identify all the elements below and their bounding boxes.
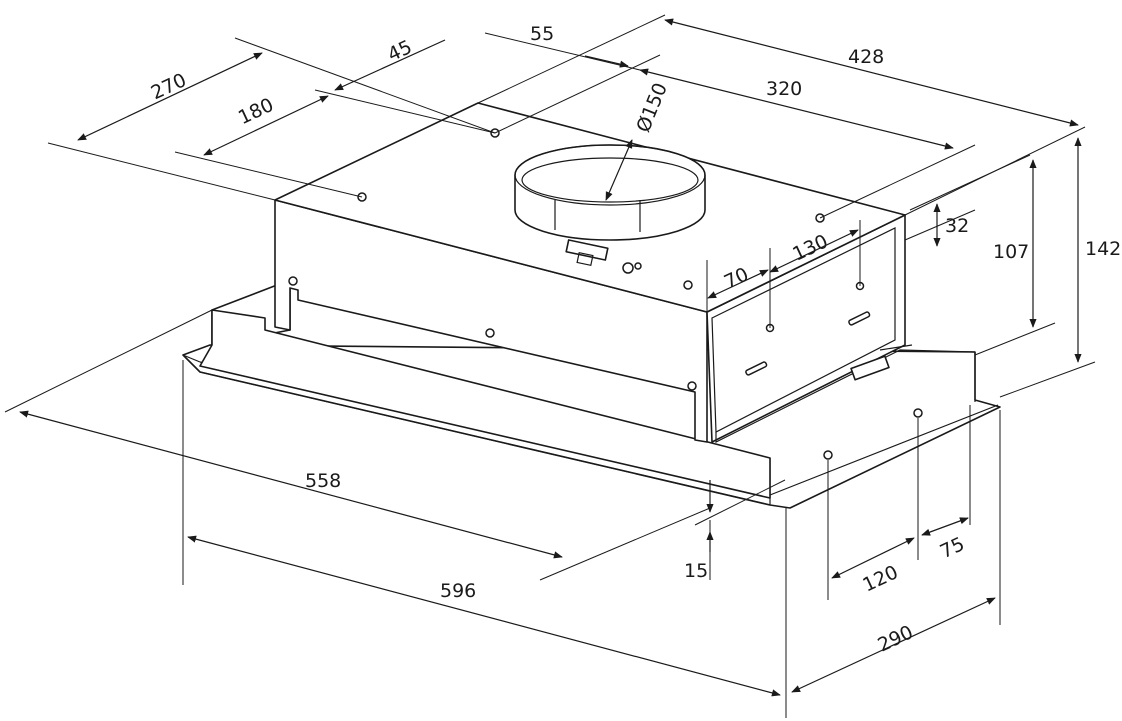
dim-line-45 bbox=[334, 39, 446, 91]
dim-line-180 bbox=[203, 95, 329, 156]
dim-label-270: 270 bbox=[148, 69, 190, 104]
mount-hole bbox=[288, 276, 298, 286]
dim-line-428 bbox=[664, 18, 1079, 127]
dim-label-55: 55 bbox=[530, 23, 554, 45]
control-switch bbox=[565, 239, 609, 261]
dim-label-320: 320 bbox=[766, 78, 802, 100]
box-front-face bbox=[274, 199, 708, 443]
dim-label-45: 45 bbox=[384, 36, 415, 66]
mount-hole bbox=[683, 280, 693, 290]
dim-line-130 bbox=[769, 229, 859, 273]
dim-label-150: Ø150 bbox=[632, 80, 672, 136]
dim-label-596: 596 bbox=[440, 580, 476, 602]
dim-label-107: 107 bbox=[993, 241, 1029, 263]
dim-line-120 bbox=[831, 537, 915, 579]
duct-collar bbox=[514, 144, 706, 241]
dim-line-596 bbox=[187, 535, 781, 697]
hood-outline bbox=[182, 102, 1001, 509]
dim-line-558 bbox=[19, 410, 563, 559]
dim-line-75 bbox=[921, 517, 969, 536]
dim-label-142: 142 bbox=[1085, 238, 1121, 260]
vent-slot bbox=[745, 361, 768, 376]
dim-label-15: 15 bbox=[684, 560, 708, 582]
vent-slot bbox=[848, 311, 871, 326]
mount-hole bbox=[485, 328, 495, 338]
mount-hole bbox=[687, 381, 697, 391]
bracket bbox=[850, 355, 890, 381]
dim-label-75: 75 bbox=[937, 533, 968, 563]
dim-label-558: 558 bbox=[305, 470, 341, 492]
mount-hole bbox=[913, 408, 923, 418]
mount-hole bbox=[622, 262, 634, 274]
dim-line-290 bbox=[791, 597, 996, 693]
dimension-lines bbox=[19, 18, 1082, 697]
dim-label-32: 32 bbox=[945, 215, 969, 237]
dim-line-55 bbox=[584, 55, 629, 68]
dim-line-70 bbox=[707, 269, 769, 299]
dim-label-120: 120 bbox=[859, 561, 901, 596]
dim-line-320 bbox=[639, 68, 954, 150]
dim-line-150 bbox=[605, 139, 633, 201]
mount-hole bbox=[634, 262, 642, 270]
mount-hole bbox=[823, 450, 833, 460]
dim-label-290: 290 bbox=[874, 621, 916, 656]
dim-label-428: 428 bbox=[848, 46, 884, 68]
dim-line-270 bbox=[77, 52, 263, 141]
